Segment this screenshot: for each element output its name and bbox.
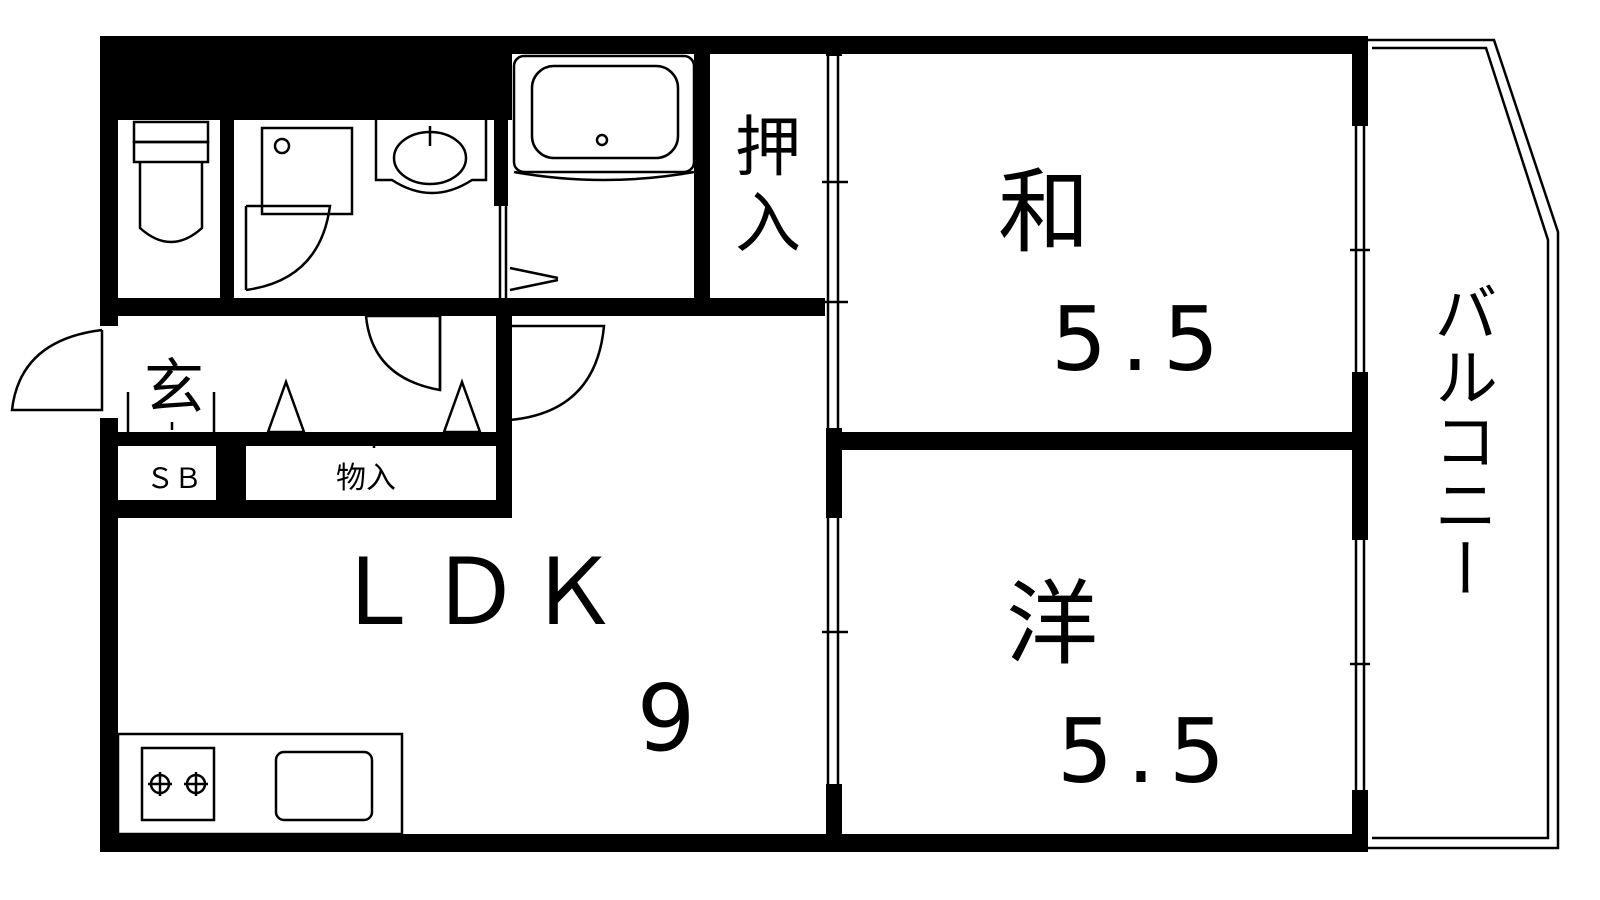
washitsu-size: 5.5 xyxy=(1051,288,1233,391)
storage-name: 物入 xyxy=(336,461,396,496)
oshiire-name-bottom: 入 xyxy=(735,185,801,262)
stove-icon xyxy=(140,746,216,822)
kitchen-sink-icon xyxy=(274,750,374,822)
balcony-inner-line xyxy=(1372,46,1550,840)
washitsu-name: 和 xyxy=(998,159,1090,266)
kitchen-counter xyxy=(116,732,404,836)
interior-walls xyxy=(100,36,1356,852)
shoe-box-name: ＳＢ xyxy=(146,462,202,495)
bathtub-icon xyxy=(509,54,696,292)
washbasin-icon xyxy=(374,120,488,195)
doors xyxy=(10,204,606,422)
genkan-name: 玄 xyxy=(144,353,204,423)
balcony-outline xyxy=(1368,38,1560,850)
windows xyxy=(822,56,1370,790)
ldk-size: 9 xyxy=(637,665,696,772)
washing-machine-area-icon xyxy=(260,126,354,216)
outer-walls xyxy=(100,36,1368,852)
balcony-name: バルコニー xyxy=(1423,280,1497,600)
ldk-name: ＬＤＫ xyxy=(331,539,625,646)
oshiire-name-top: 押 xyxy=(735,109,801,186)
youshitsu-name: 洋 xyxy=(1006,571,1098,678)
closet-marks xyxy=(126,378,482,448)
toilet-icon xyxy=(132,120,210,244)
youshitsu-size: 5.5 xyxy=(1057,700,1239,803)
